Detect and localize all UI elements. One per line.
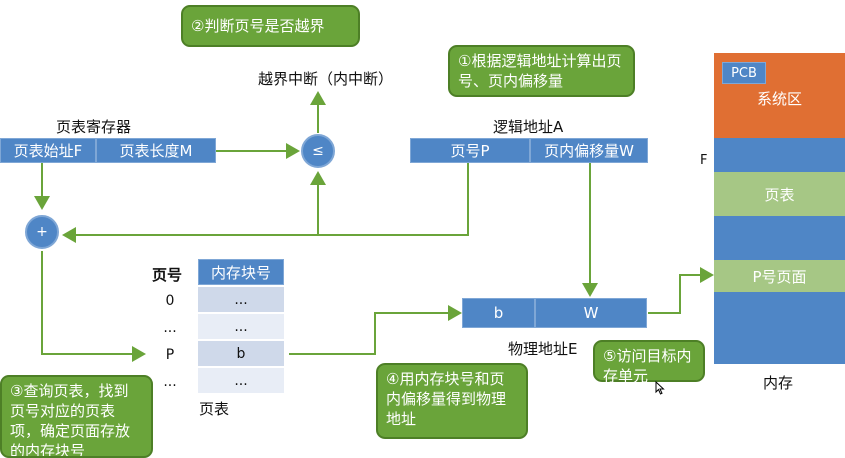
memory-page-table: 页表 <box>714 172 845 216</box>
logical-address-title: 逻辑地址A <box>493 118 564 136</box>
memory-block <box>714 216 845 260</box>
memory-caption: 内存 <box>763 374 794 392</box>
page-table-index: P <box>165 347 175 363</box>
add-node: + <box>25 215 59 249</box>
page-table-index: ... <box>163 374 177 390</box>
page-table-col-page: 页号 <box>152 266 183 284</box>
step5-callout: ⑤访问目标内存单元 <box>593 340 705 385</box>
step4-callout: ④用内存块号和页内偏移量得到物理地址 <box>376 363 528 439</box>
register-length-field: 页表长度M <box>96 138 216 163</box>
physical-address-title: 物理地址E <box>508 340 578 358</box>
overflow-interrupt-label: 越界中断（内中断） <box>258 70 394 88</box>
arrow-block-to-physical <box>289 305 462 355</box>
arrow-page-to-compare <box>310 162 469 236</box>
memory-f-label: F <box>700 153 708 168</box>
compare-node: ≤ <box>301 134 335 168</box>
page-table-block: ... <box>198 314 284 340</box>
page-table-index: ... <box>163 320 177 336</box>
page-table-index: 0 <box>165 293 175 309</box>
arrow-physical-to-memory <box>648 267 714 314</box>
memory-page-p: P号页面 <box>714 260 845 292</box>
memory-block <box>714 138 845 172</box>
step2-callout: ②判断页号是否越界 <box>181 5 360 47</box>
memory-block <box>714 292 845 364</box>
page-table-register-title: 页表寄存器 <box>56 118 132 136</box>
page-table-block: b <box>198 341 284 367</box>
page-table-block: ... <box>198 368 284 394</box>
physical-b-field: b <box>462 298 535 328</box>
logical-page-field: 页号P <box>410 138 530 163</box>
mouse-cursor-icon <box>655 381 665 395</box>
page-table-caption: 页表 <box>199 400 230 418</box>
pcb-box: PCB <box>722 62 766 84</box>
step3-callout: ③查询页表，找到页号对应的页表项，确定页面存放的内存块号 <box>0 375 153 458</box>
logical-offset-field: 页内偏移量W <box>530 138 648 163</box>
system-area-label: 系统区 <box>756 90 802 108</box>
step1-callout: ①根据逻辑地址计算出页号、页内偏移量 <box>448 45 635 97</box>
page-table-block: ... <box>198 287 284 313</box>
page-table-col-block: 内存块号 <box>198 259 284 285</box>
physical-w-field: W <box>535 298 647 328</box>
register-start-field: 页表始址F <box>0 138 96 163</box>
arrow-add-to-pagetable <box>41 251 146 362</box>
